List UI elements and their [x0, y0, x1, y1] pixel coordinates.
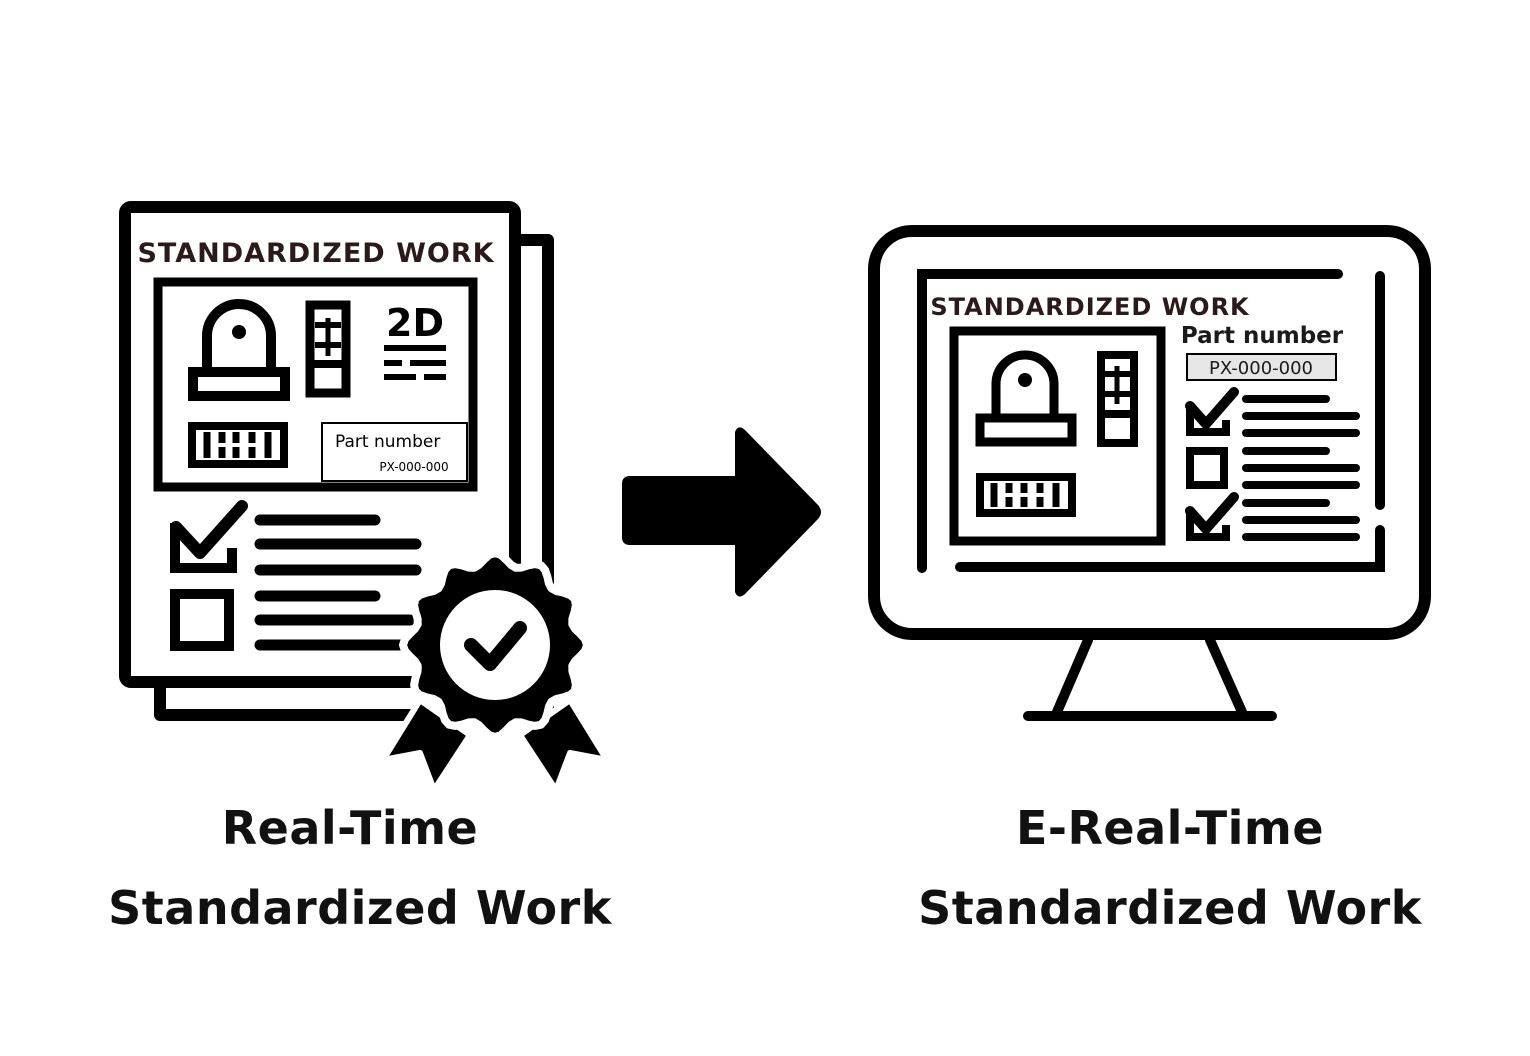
- caption-left-line2: Standardized Work: [108, 881, 612, 935]
- paper-document-icon: STANDARDIZED WORK 2D: [119, 201, 610, 793]
- screen-gauge-icon: [1097, 351, 1138, 447]
- checked-box-icon: [170, 500, 248, 573]
- screen-header: STANDARDIZED WORK: [930, 293, 1250, 321]
- monitor-bezel: [868, 225, 1431, 640]
- screen-part-number-field: [1186, 353, 1337, 381]
- caption-left: Real-Time Standardized Work: [80, 788, 640, 948]
- seal-inner: [440, 590, 550, 700]
- gauge-icon: [305, 300, 351, 398]
- screen-machine-part-icon: [975, 350, 1077, 447]
- screen-barcode-icon: [976, 473, 1076, 517]
- screen-empty-box-icon: [1186, 447, 1228, 489]
- screen-checklist: [1185, 387, 1360, 541]
- monitor-screen-frame: [917, 269, 1385, 573]
- screen-checked-box-icon-2: [1185, 492, 1239, 541]
- screen-checked-box-icon-1: [1185, 387, 1239, 436]
- seal-check-icon: [464, 621, 527, 671]
- screen-part-number-label: Part number: [1181, 323, 1344, 349]
- document-header: STANDARDIZED WORK: [137, 238, 494, 269]
- caption-right: E-Real-Time Standardized Work: [880, 788, 1460, 948]
- screen-drawing-frame: [949, 326, 1166, 546]
- empty-box-icon: [170, 589, 234, 651]
- monitor-stand: [1023, 635, 1277, 721]
- arrow-right-icon: [622, 427, 821, 597]
- monitor-icon: STANDARDIZED WORK: [868, 225, 1431, 721]
- caption-right-line1: E-Real-Time: [1015, 801, 1325, 855]
- part-number-label: Part number: [335, 432, 440, 452]
- checklist: [170, 500, 422, 651]
- part-number-box: [321, 422, 468, 482]
- part-number-value: PX-000-000: [379, 460, 448, 474]
- caption-left-line1: Real-Time: [221, 801, 479, 855]
- screen-part-number-value: PX-000-000: [1209, 358, 1313, 379]
- barcode-icon: [188, 422, 288, 468]
- caption-right-line2: Standardized Work: [918, 881, 1422, 935]
- text-lines-icon: [384, 345, 446, 380]
- approval-seal-icon: [380, 549, 610, 793]
- badge-2d: 2D: [386, 301, 444, 345]
- drawing-frame: [153, 277, 478, 492]
- machine-part-icon: [188, 299, 290, 401]
